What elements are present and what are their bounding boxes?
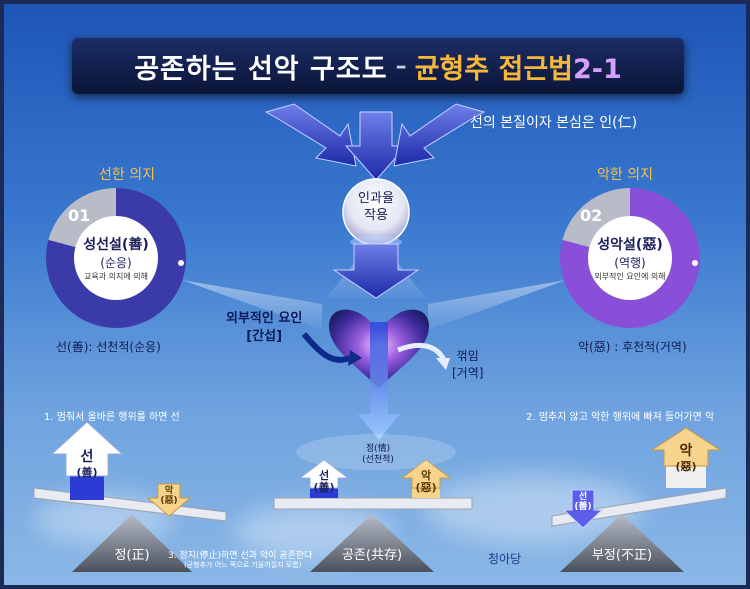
right-paren-label: (역행) — [614, 256, 646, 270]
right-circle-heading: 악한 의지 — [597, 167, 653, 183]
arrow-external-curve — [301, 332, 352, 363]
arrow-left-in — [264, 103, 357, 167]
arrow-heart-down — [358, 322, 400, 440]
center-emotion-label: 정(情) (선천적) — [362, 444, 394, 465]
left-evil-label: 악 (惡) — [160, 486, 178, 506]
center-evil-label: 악 (惡) — [415, 469, 437, 494]
center-fulcrum — [310, 514, 434, 572]
left-badge: 01 — [68, 206, 91, 225]
diagram-graphics — [33, 103, 727, 572]
right-footer: 악(惡) : 후천적(거역) — [578, 340, 687, 354]
left-good-label: 선 (善) — [76, 449, 98, 480]
left-fulcrum — [72, 514, 192, 572]
right-ring-dot — [692, 260, 698, 266]
left-good-arrow — [50, 421, 124, 477]
bend-label: 꺾임 [거역] — [452, 349, 484, 380]
left-small-label: 교육과 의지에 의해 — [84, 272, 148, 281]
top-note: 선의 본질이자 본심은 인(仁) — [470, 115, 638, 131]
left-base-label: 정(正) — [114, 548, 150, 563]
center-beam — [273, 497, 473, 510]
center-good-label: 선 (善) — [313, 469, 335, 494]
right-main-label: 성악설(惡) — [597, 237, 663, 253]
right-ring-center: 성악설(惡) (역행) 외부적인 요인에 의해 — [588, 216, 672, 300]
title-banner: 공존하는 선악 구조도 – 균형추 접근법2-1 — [72, 38, 684, 94]
center-base-label: 공존(共存) — [341, 548, 403, 563]
note-right: 2. 멈추지 않고 악한 행위에 빠져 들어가면 악 — [526, 412, 715, 423]
right-light-fan — [428, 280, 566, 330]
arrow-bend-curve — [397, 342, 447, 362]
left-light-fan — [182, 280, 322, 330]
left-good-pedestal — [70, 476, 104, 500]
author-signature: 청아당 — [488, 552, 522, 566]
left-ring-center: 성선설(善) (순응) 교육과 의지에 의해 — [74, 216, 158, 300]
center-good-arrow — [298, 459, 350, 489]
center-evil-arrow — [400, 459, 452, 489]
left-paren-label: (순응) — [100, 256, 132, 270]
right-small-label: 외부적인 요인에 의해 — [594, 272, 666, 281]
right-fulcrum — [560, 514, 684, 572]
arrow-top-in — [344, 111, 408, 181]
left-main-label: 성선설(善) — [83, 237, 149, 253]
page-subtitle: 균형추 접근법2-1 — [414, 53, 622, 85]
arrow-ball-down — [332, 243, 420, 299]
right-base-label: 부정(不正) — [591, 548, 653, 563]
page-title: 공존하는 선악 구조도 — [134, 53, 388, 85]
right-evil-arrow — [650, 427, 722, 467]
causality-label: 인과율 작용 — [358, 191, 394, 223]
right-good-label: 선 (善) — [574, 492, 592, 512]
left-evil-arrow — [146, 483, 192, 517]
left-circle-heading: 선한 의지 — [99, 167, 155, 183]
note-bottom-sub: (균형추가 어느 쪽으로 기울어질지 모름) — [184, 561, 302, 569]
right-evil-label: 악 (惡) — [675, 443, 697, 474]
arrow-right-in — [393, 103, 486, 167]
note-bottom-main: 3. 정지(停止)하면 선과 악이 공존한다 — [168, 551, 313, 561]
external-factor-label: 외부적인 요인 [간섭] — [226, 311, 303, 344]
right-badge: 02 — [580, 206, 603, 225]
left-footer: 선(善): 선천적(순응) — [56, 340, 161, 354]
left-ring-dot — [178, 260, 184, 266]
title-separator: – — [395, 53, 407, 79]
right-good-arrow — [562, 489, 604, 529]
note-left: 1. 멈춰서 올바른 행위를 하면 선 — [44, 412, 180, 423]
